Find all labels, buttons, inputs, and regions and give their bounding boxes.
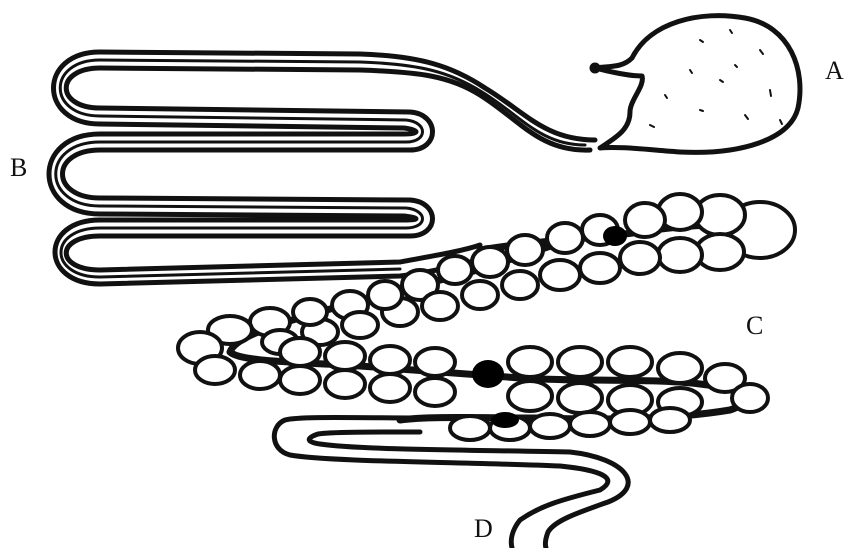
label-c: C [746, 313, 763, 339]
colon-dark-patch [603, 226, 627, 246]
colon-dark-patch [491, 412, 519, 428]
label-a: A [825, 58, 844, 84]
colon-dark-patch [472, 360, 504, 388]
rectum [274, 418, 628, 548]
rectum-inner-wall [309, 432, 628, 548]
large-intestine [178, 194, 795, 440]
label-d: D [474, 516, 493, 542]
stomach-outline [595, 16, 800, 153]
label-b: B [10, 155, 27, 181]
stomach-inlet [590, 63, 600, 73]
stomach [590, 16, 800, 153]
